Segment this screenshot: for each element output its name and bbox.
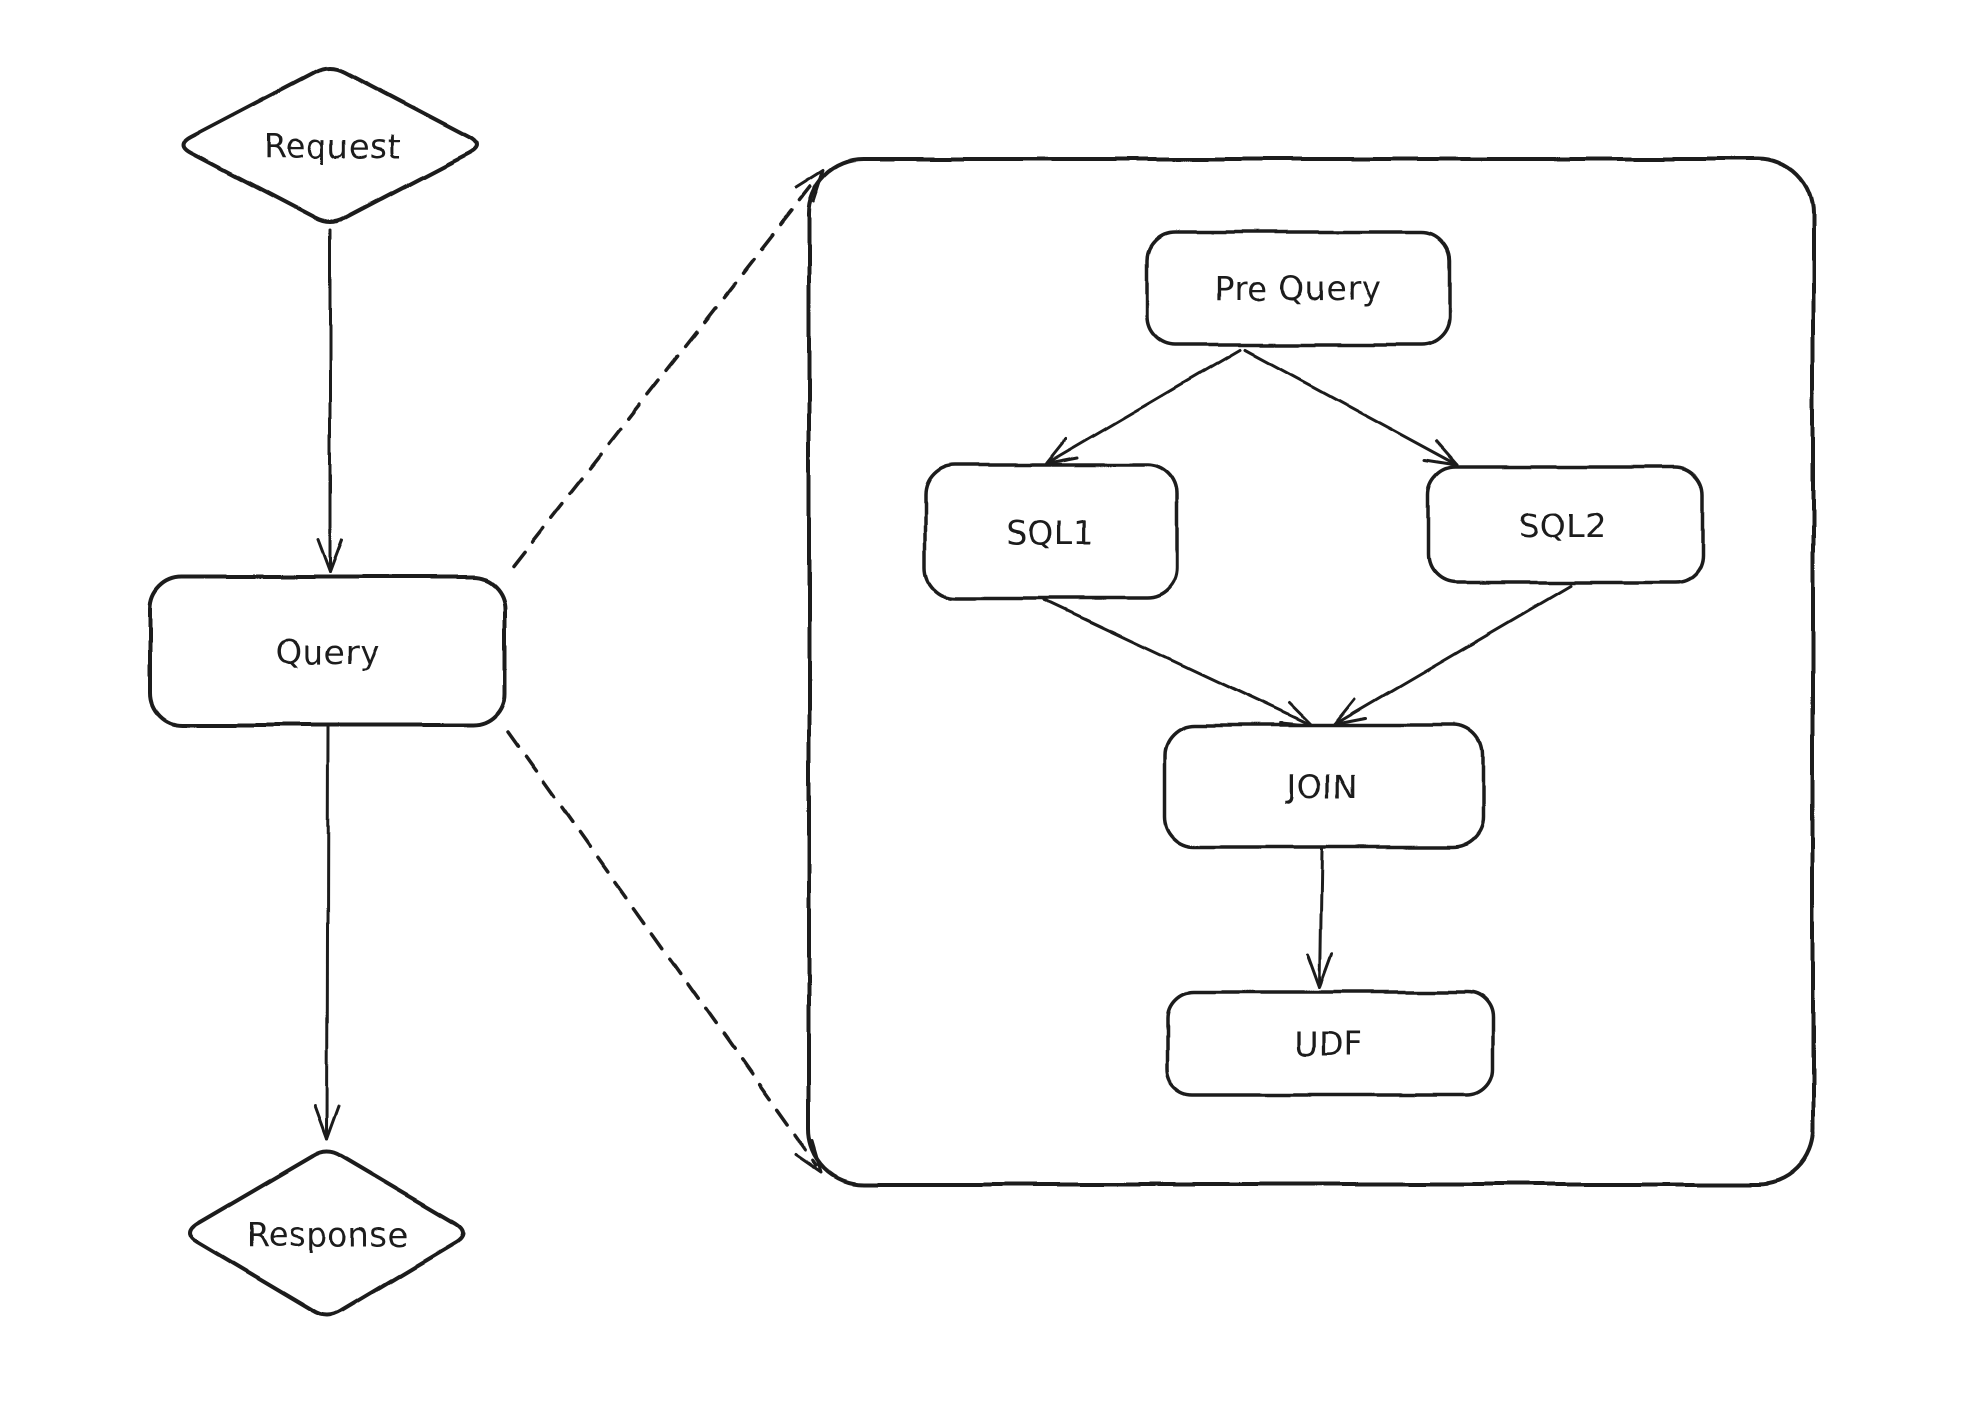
edge-pre-query-sql2-line <box>1243 348 1459 467</box>
join-label: JOIN <box>1285 768 1359 807</box>
pre-query-label: Pre Query <box>1214 269 1382 308</box>
node-sql1: SQL1 <box>923 463 1179 600</box>
edge-query-detail-bottom <box>506 729 824 1174</box>
edge-pre-query-sql1-line <box>1044 348 1242 466</box>
response-label: Response <box>246 1215 409 1254</box>
pre-query-box-shape <box>1145 230 1452 347</box>
edge-query-response-line <box>325 725 330 1141</box>
edge-sql1-join <box>1043 598 1315 728</box>
left-flow: Request Query <box>148 66 826 1318</box>
sql1-box-shape <box>923 463 1179 600</box>
sql2-box-shape <box>1426 465 1705 585</box>
detail-container-shape <box>807 157 1815 1186</box>
edge-sql1-join-line <box>1043 598 1315 728</box>
query-box-shape <box>148 575 507 727</box>
edge-sql2-join-arrowhead-icon <box>1333 697 1368 726</box>
sql2-label: SQL2 <box>1519 506 1607 545</box>
join-box-shape <box>1163 723 1485 849</box>
sql1-label: SQL1 <box>1006 513 1094 552</box>
edge-query-detail-top <box>511 168 826 568</box>
edge-pre-query-sql2-arrowhead-icon <box>1423 439 1459 467</box>
edge-sql2-join-line <box>1333 584 1572 726</box>
udf-label: UDF <box>1294 1025 1364 1064</box>
edge-query-detail-bottom-arrowhead-icon <box>794 1139 824 1174</box>
request-diamond-shape <box>181 66 479 224</box>
node-pre-query: Pre Query <box>1145 230 1452 347</box>
edge-query-detail-top-line <box>511 175 820 568</box>
edge-pre-query-sql1 <box>1044 348 1242 466</box>
edge-pre-query-sql1-arrowhead-icon <box>1044 437 1079 466</box>
edge-query-response-arrowhead-icon <box>313 1104 341 1141</box>
edge-query-detail-top-arrowhead-icon <box>795 168 826 203</box>
request-label: Request <box>263 127 401 166</box>
response-diamond-shape <box>188 1149 465 1318</box>
node-query: Query <box>148 575 507 727</box>
edge-query-detail-bottom-line <box>506 729 819 1167</box>
edge-join-udf <box>1306 847 1334 989</box>
edge-join-udf-line <box>1318 847 1324 989</box>
node-response: Response <box>188 1149 465 1318</box>
edge-pre-query-sql2 <box>1243 348 1459 467</box>
node-udf: UDF <box>1165 990 1495 1097</box>
query-label: Query <box>277 632 380 671</box>
node-sql2: SQL2 <box>1426 465 1705 585</box>
edge-request-query <box>316 228 344 574</box>
edge-join-udf-arrowhead-icon <box>1306 952 1334 989</box>
edge-sql2-join <box>1333 584 1572 726</box>
edge-request-query-arrowhead-icon <box>316 538 344 574</box>
edge-query-response <box>313 725 341 1141</box>
udf-box-shape <box>1165 990 1495 1097</box>
detail-panel: Pre Query SQL1 <box>807 157 1815 1186</box>
node-request: Request <box>181 66 479 224</box>
node-join: JOIN <box>1163 723 1485 849</box>
